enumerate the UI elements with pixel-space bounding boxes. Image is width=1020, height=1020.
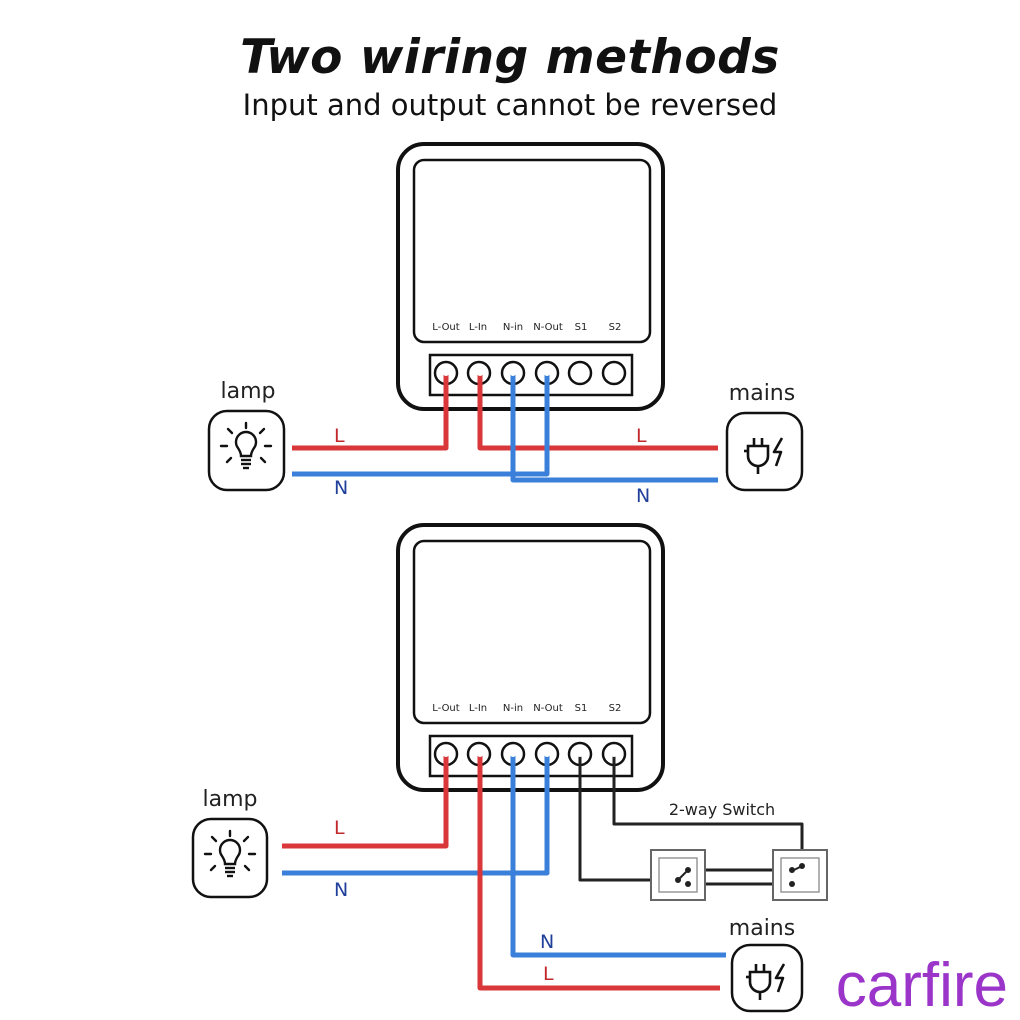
switch-1 [650, 849, 706, 901]
wire-label-lamp-l: L [334, 425, 345, 447]
wire-label-mains-l: L [636, 425, 647, 447]
terminal-screw [601, 360, 627, 386]
terminal-label-s1: S1 [575, 322, 588, 333]
mains-box [730, 943, 804, 1013]
terminal-label-l-in: L-In [469, 703, 487, 714]
switch-label: 2-way Switch [669, 800, 775, 819]
wire-label-mains-n: N [540, 931, 554, 953]
module-face [412, 158, 652, 344]
live-wire-mains [477, 754, 720, 991]
mains-box [725, 411, 804, 492]
wiring-diagram-1: L-Out L-In N-in N-Out S1 S2 L N L [207, 142, 804, 507]
lamp-label: lamp [203, 787, 258, 812]
mains-label: mains [729, 916, 795, 941]
page-title: Two wiring methods [240, 30, 780, 85]
wire-label-lamp-l: L [334, 817, 345, 839]
terminal-label-s1: S1 [575, 703, 588, 714]
terminal-label-s2: S2 [609, 322, 622, 333]
terminal-label-l-in: L-In [469, 322, 487, 333]
terminal-label-s2: S2 [609, 703, 622, 714]
live-wire-lamp [282, 754, 449, 849]
mains-label: mains [729, 381, 795, 406]
neutral-wire-lamp [282, 754, 550, 876]
wire-label-lamp-n: N [334, 879, 348, 901]
terminal-label-l-out: L-Out [432, 703, 459, 714]
watermark: carfire [836, 951, 1008, 1020]
switch-2 [772, 849, 828, 901]
switch-wire-s1 [578, 754, 678, 882]
terminal-label-n-in: N-in [503, 322, 523, 333]
live-wire-lamp [292, 373, 449, 451]
terminal-label-l-out: L-Out [432, 322, 459, 333]
switch-wire-s2 [612, 754, 804, 866]
wire-label-lamp-n: N [334, 477, 348, 499]
terminal-block [428, 353, 634, 397]
neutral-wire-mains [510, 373, 718, 483]
neutral-wire-mains [510, 754, 726, 958]
terminal-label-n-in: N-in [503, 703, 523, 714]
terminal-label-n-out: N-Out [533, 322, 563, 333]
wiring-diagram-2: L-Out L-In N-in N-Out S1 S2 [191, 523, 828, 1013]
lamp-box [191, 817, 269, 899]
page-subtitle: Input and output cannot be reversed [242, 88, 778, 122]
neutral-wire-lamp [292, 373, 550, 477]
lamp-box [207, 409, 286, 492]
wire-label-mains-n: N [636, 485, 650, 507]
terminal-block [428, 734, 634, 778]
terminal-label-n-out: N-Out [533, 703, 563, 714]
module-face [412, 539, 652, 725]
terminal-screw [567, 360, 593, 386]
lamp-label: lamp [221, 379, 276, 404]
live-wire-mains [477, 373, 718, 451]
wire-label-mains-l: L [543, 963, 554, 985]
